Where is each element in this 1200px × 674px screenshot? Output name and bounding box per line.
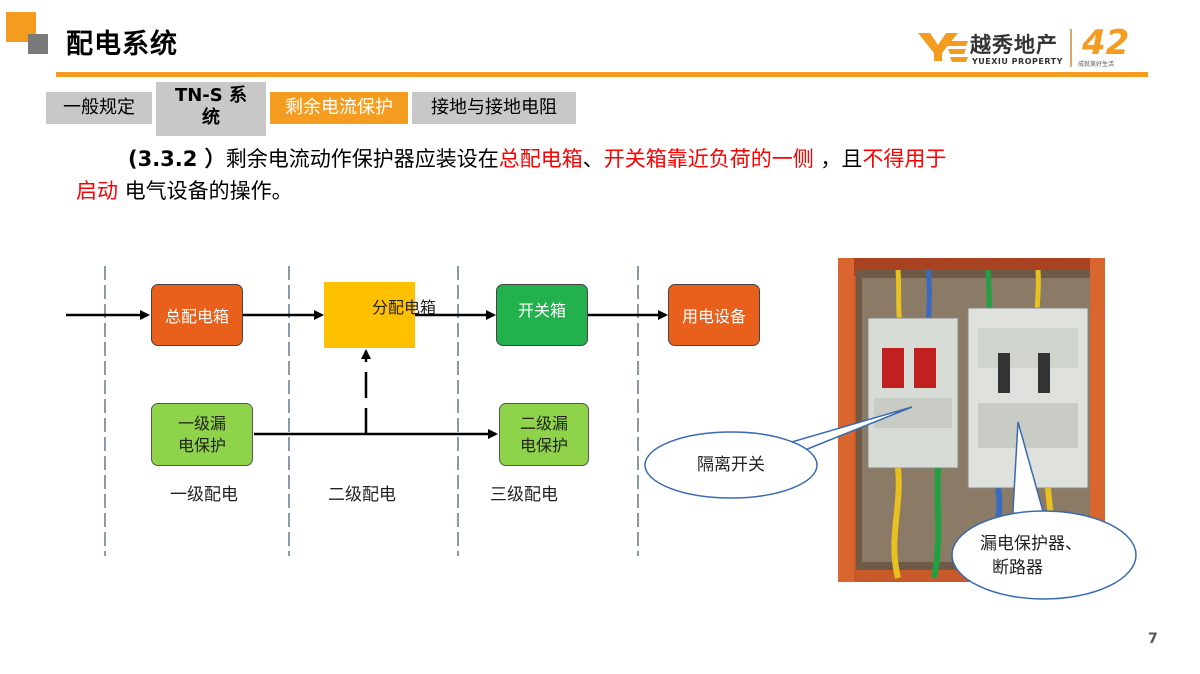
box-label: 开关箱 xyxy=(517,301,566,320)
logo-number: 42 xyxy=(1082,23,1130,63)
tab-label: 一般规定 xyxy=(63,97,135,118)
yuexiu-logo-icon xyxy=(918,33,968,62)
tab-label: TN-S 系 xyxy=(174,85,248,106)
sub-distribution-box xyxy=(324,282,415,348)
box-label: 二级漏 xyxy=(519,413,568,433)
tab-tns-system[interactable]: TN-S 系 统 xyxy=(156,82,266,136)
box-label: 总配电箱 xyxy=(164,307,229,326)
tab-label-line2: 统 xyxy=(202,107,220,128)
callout-line: 断路器 xyxy=(992,558,1043,578)
corner-decoration-small xyxy=(28,34,48,54)
rule-highlight: 开关箱靠近负荷的一侧 xyxy=(603,147,814,171)
page-title: 配电系统 xyxy=(66,29,178,60)
logo-separator xyxy=(1070,29,1072,67)
callout-bubble xyxy=(951,510,1137,600)
rule-highlight: 不得用于 xyxy=(862,147,947,171)
rule-text: ，且 xyxy=(813,147,863,171)
rule-code: (3.3.2 ） xyxy=(128,147,226,171)
rule-separator: 、 xyxy=(582,147,604,171)
rule-text: 电气设备的操作。 xyxy=(118,179,293,203)
callout-line: 漏电保护器、 xyxy=(980,534,1082,554)
company-logo: 越秀地产 YUEXIU PROPERTY 42 成就美好生活 xyxy=(918,23,1130,71)
page-number: 7 xyxy=(1148,631,1158,647)
box-label: 用电设备 xyxy=(681,307,746,326)
rule-paragraph: (3.3.2 ）剩余电流动作保护器应装设在总配电箱、开关箱靠近负荷的一侧 ，且不… xyxy=(76,143,1136,207)
box-label: 电保护 xyxy=(177,435,226,455)
callout-bubble xyxy=(644,431,818,499)
electrical-device-box: 用电设备 xyxy=(668,284,760,346)
rcd-level2-box: 二级漏电保护 xyxy=(499,403,589,466)
tab-label: 接地与接地电阻 xyxy=(431,97,557,118)
callout-pointer xyxy=(1011,421,1047,529)
level-label-primary: 一级配电 xyxy=(170,485,238,505)
rcd-level1-box: 一级漏电保护 xyxy=(151,403,253,466)
distribution-diagram: 总配电箱 分配电箱 开关箱 用电设备 一级漏电保护 二级漏电保护 一级配电 二级… xyxy=(40,258,800,568)
level-label-tertiary: 三级配电 xyxy=(490,485,558,505)
tab-label: 剩余电流保护 xyxy=(285,97,393,118)
box-label: 一级漏 xyxy=(177,413,226,433)
box-label: 电保护 xyxy=(519,435,568,455)
sub-distribution-label: 分配电箱 xyxy=(372,298,437,317)
tab-residual-current-protection[interactable]: 剩余电流保护 xyxy=(270,92,408,124)
diagram-lines xyxy=(66,266,668,556)
rule-highlight: 启动 xyxy=(76,179,118,203)
tab-grounding-resistance[interactable]: 接地与接地电阻 xyxy=(412,92,576,124)
logo-name-cn: 越秀地产 xyxy=(970,33,1058,57)
logo-slogan: 成就美好生活 xyxy=(1078,61,1115,68)
callout-breaker: 漏电保护器、 断路器 xyxy=(980,532,1110,580)
logo-name-en: YUEXIU PROPERTY xyxy=(972,57,1063,66)
callout-pointer xyxy=(777,406,913,457)
switch-box: 开关箱 xyxy=(496,284,588,346)
main-distribution-box: 总配电箱 xyxy=(151,284,243,346)
callout-isolation-switch: 隔离开关 xyxy=(697,455,765,475)
header-divider xyxy=(56,72,1148,77)
rule-text: 剩余电流动作保护器应装设在 xyxy=(225,147,499,171)
tab-general-rules[interactable]: 一般规定 xyxy=(46,92,152,124)
level-label-secondary: 二级配电 xyxy=(328,485,396,505)
rule-highlight: 总配电箱 xyxy=(498,147,583,171)
